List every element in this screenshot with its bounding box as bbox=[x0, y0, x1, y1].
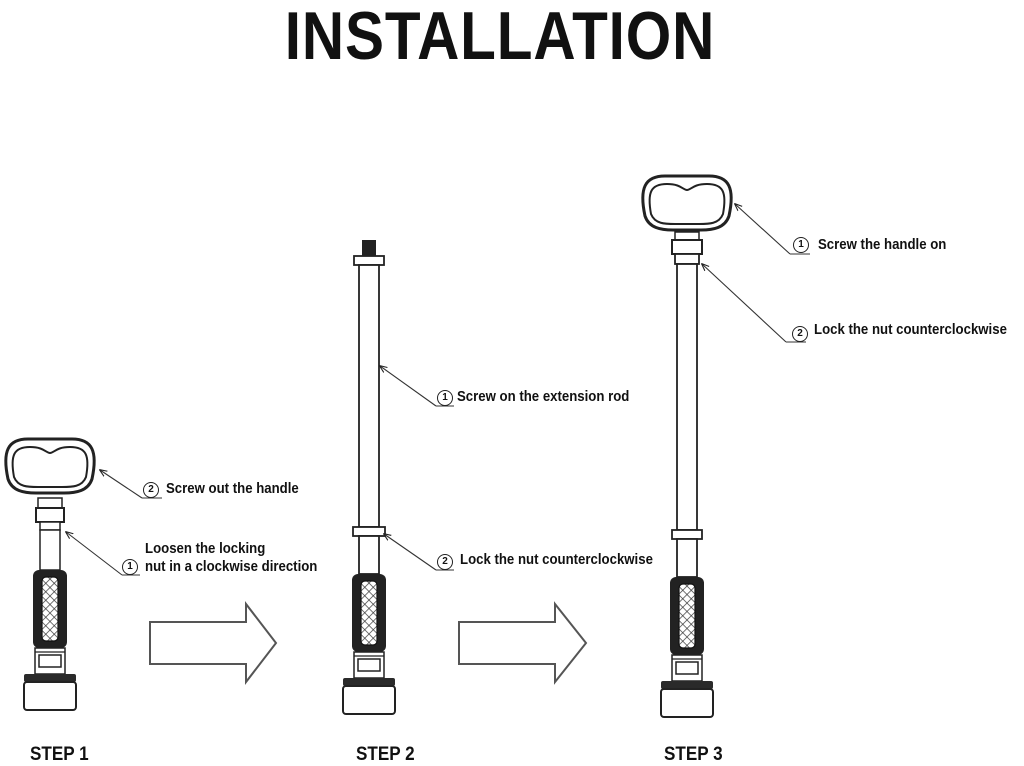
step1-handle bbox=[4, 437, 96, 495]
step1-callout-loosen-line1: Loosen the locking bbox=[145, 540, 266, 557]
step2-callout-screw-extension-rod: Screw on the extension rod bbox=[457, 388, 630, 405]
step1-callout-screw-out-handle: Screw out the handle bbox=[166, 480, 299, 497]
step3-callout-screw-handle-on: Screw the handle on bbox=[818, 236, 947, 253]
step3-callout-lock-nut: Lock the nut counterclockwise bbox=[814, 321, 1007, 338]
step1-callout-loosen-line2: nut in a clockwise direction bbox=[145, 558, 318, 575]
step2-callout-lock-nut: Lock the nut counterclockwise bbox=[460, 551, 653, 568]
next-step-arrow-2 bbox=[458, 601, 588, 685]
step1-label: STEP 1 bbox=[30, 744, 89, 765]
step3-tool bbox=[641, 174, 733, 718]
callout-number-1: 1 bbox=[122, 559, 138, 575]
callout-number-1: 1 bbox=[437, 390, 453, 406]
page-title: INSTALLATION bbox=[284, 0, 716, 74]
step2-tool bbox=[342, 240, 396, 715]
callout-number-1: 1 bbox=[793, 237, 809, 253]
next-step-arrow-1 bbox=[149, 601, 278, 685]
step2-label: STEP 2 bbox=[356, 744, 415, 765]
callout-number-2: 2 bbox=[437, 554, 453, 570]
callout-number-2: 2 bbox=[792, 326, 808, 342]
leader-lines bbox=[66, 204, 810, 576]
step3-label: STEP 3 bbox=[664, 744, 723, 765]
callout-number-2: 2 bbox=[143, 482, 159, 498]
step1-tool bbox=[4, 437, 96, 711]
